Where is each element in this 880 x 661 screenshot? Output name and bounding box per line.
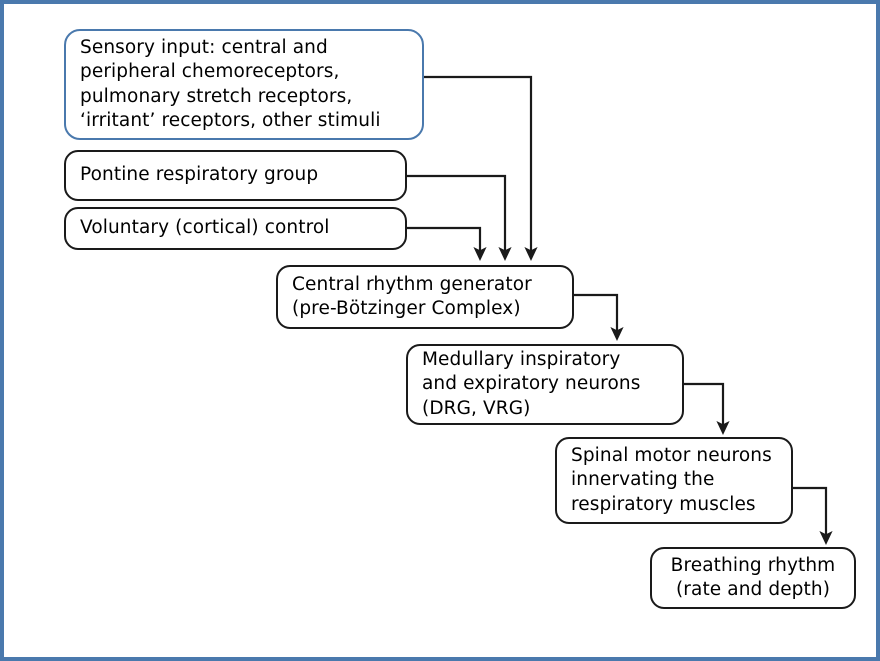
node-central-rhythm-generator[interactable]: Central rhythm generator (pre-Bötzinger … bbox=[276, 265, 574, 329]
node-label-breathing-rhythm: Breathing rhythm (rate and depth) bbox=[670, 554, 836, 600]
node-sensory-input[interactable]: Sensory input: central and peripheral ch… bbox=[64, 29, 424, 140]
node-medullary-neurons[interactable]: Medullary inspiratory and expiratory neu… bbox=[406, 344, 684, 425]
node-label-central-rhythm-generator: Central rhythm generator (pre-Bötzinger … bbox=[292, 273, 532, 319]
node-label-pontine-respiratory-group: Pontine respiratory group bbox=[80, 164, 319, 186]
node-label-medullary-neurons: Medullary inspiratory and expiratory neu… bbox=[422, 349, 641, 419]
node-spinal-motor-neurons[interactable]: Spinal motor neurons innervating the res… bbox=[555, 437, 793, 524]
node-breathing-rhythm[interactable]: Breathing rhythm (rate and depth) bbox=[650, 547, 856, 609]
connector-crg-to-medullary bbox=[574, 293, 624, 342]
connector-sensory-to-crg bbox=[424, 75, 538, 262]
connector-medullary-to-spinal bbox=[684, 382, 730, 436]
connector-voluntary-to-crg bbox=[407, 226, 487, 262]
node-label-voluntary-cortical-control: Voluntary (cortical) control bbox=[80, 217, 330, 239]
node-label-sensory-input: Sensory input: central and peripheral ch… bbox=[80, 37, 381, 131]
node-label-spinal-motor-neurons: Spinal motor neurons innervating the res… bbox=[571, 445, 772, 515]
node-pontine-respiratory-group[interactable]: Pontine respiratory group bbox=[64, 150, 407, 201]
diagram-canvas: Sensory input: central and peripheral ch… bbox=[4, 4, 876, 657]
connector-pontine-to-crg bbox=[407, 174, 512, 262]
connector-spinal-to-breathing bbox=[793, 486, 833, 546]
node-voluntary-cortical-control[interactable]: Voluntary (cortical) control bbox=[64, 207, 407, 250]
